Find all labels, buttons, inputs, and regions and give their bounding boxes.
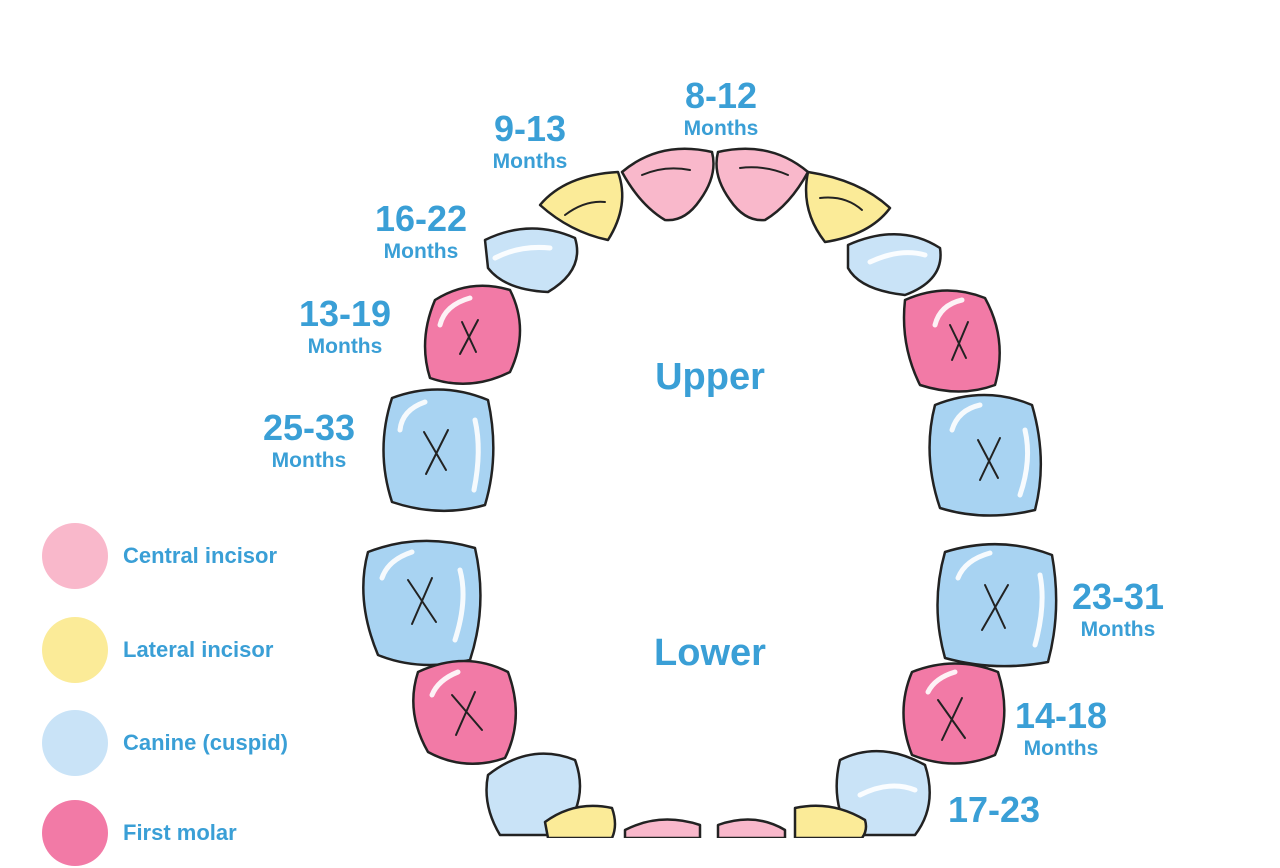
upper-central-incisor-right: [715, 147, 810, 222]
eruption-label-upper-lateral: 9-13 Months: [492, 108, 568, 173]
upper-arch-title: Upper: [655, 356, 765, 398]
tooth-eruption-diagram: 8-12 Months 9-13 Months 16-22 Months 13-…: [42, 75, 1165, 866]
legend-swatch: [42, 710, 108, 776]
legend-swatch: [42, 617, 108, 683]
upper-lateral-incisor-right: [804, 170, 892, 244]
lower-canine-right: [835, 749, 931, 837]
eruption-label-lower-first-molar: 14-18 Months: [1014, 695, 1108, 760]
upper-central-incisor-left: [620, 147, 715, 222]
lower-first-molar-left: [412, 659, 517, 766]
legend-label: Canine (cuspid): [123, 730, 289, 755]
eruption-label-upper-central: 8-12 Months: [683, 75, 759, 140]
eruption-unit: Months: [271, 449, 347, 472]
eruption-label-upper-canine: 16-22 Months: [374, 198, 468, 263]
eruption-unit: Months: [1023, 737, 1099, 760]
eruption-unit: Months: [383, 240, 459, 263]
eruption-range: 25-33: [262, 407, 356, 448]
upper-canine-left: [483, 227, 579, 294]
legend-swatch: [42, 800, 108, 866]
eruption-range: 16-22: [374, 198, 468, 239]
eruption-range: 17-23: [947, 789, 1041, 830]
upper-first-molar-right: [902, 289, 1001, 393]
eruption-range: 9-13: [493, 108, 567, 149]
eruption-label-lower-second-molar: 23-31 Months: [1071, 576, 1165, 641]
lower-lateral-incisor-right: [793, 804, 868, 838]
upper-canine-right: [846, 232, 942, 297]
legend-swatch: [42, 523, 108, 589]
eruption-label-upper-second-molar: 25-33 Months: [262, 407, 356, 472]
eruption-label-upper-first-molar: 13-19 Months: [298, 293, 392, 358]
eruption-unit: Months: [492, 150, 568, 173]
legend-label: Central incisor: [123, 543, 278, 568]
lower-lateral-incisor-left: [543, 804, 617, 838]
dental-arch-drawing: [362, 147, 1058, 838]
lower-arch-title: Lower: [654, 632, 766, 674]
eruption-range: 23-31: [1071, 576, 1165, 617]
upper-first-molar-left: [423, 284, 522, 386]
lower-central-incisor-right: [716, 818, 787, 838]
eruption-unit: Months: [1080, 618, 1156, 641]
eruption-label-lower-canine: 17-23: [948, 792, 1040, 828]
lower-central-incisor-left: [623, 818, 702, 838]
eruption-range: 14-18: [1014, 695, 1108, 736]
eruption-unit: Months: [307, 335, 383, 358]
eruption-range: 8-12: [684, 75, 758, 116]
legend-label: First molar: [123, 820, 237, 845]
eruption-range: 13-19: [298, 293, 392, 334]
eruption-unit: Months: [683, 117, 759, 140]
legend-label: Lateral incisor: [123, 637, 274, 662]
